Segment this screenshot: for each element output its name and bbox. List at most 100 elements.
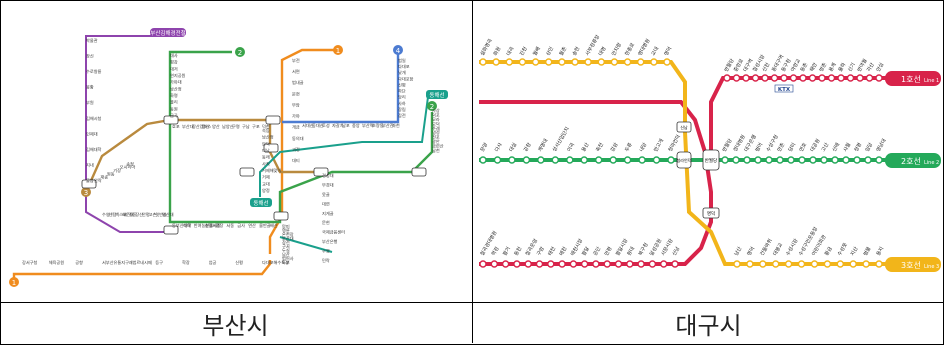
daegu-station-dot: [610, 58, 619, 66]
daegu-station-dot: [864, 156, 872, 164]
daegu-line-1-badge: [885, 71, 941, 86]
busan-station-label: 반여농산물시장: [194, 222, 221, 229]
daegu-station-label: 용지: [875, 246, 886, 257]
busan-station-label: 미남: [262, 147, 270, 154]
daegu-station-label: 동천: [513, 245, 524, 257]
busan-station-label: 남천: [432, 147, 440, 153]
daegu-station-label: 학정: [490, 246, 501, 257]
daegu-station-dot: [732, 74, 741, 82]
daegu-station-label: 반고개: [652, 137, 665, 153]
busan-station-label: 구명: [232, 123, 240, 130]
daegu-transfer-stations: 반월당 명덕 청라언덕 신남: [676, 121, 720, 219]
line-2-circle-right: [427, 101, 437, 111]
line-4-number: 4: [396, 47, 401, 55]
busan-station-label: 대사: [170, 52, 178, 59]
daegu-station-dot: [493, 156, 502, 164]
busan-station-label: 수로왕릉: [86, 68, 102, 75]
daegu-station-dot: [772, 260, 780, 268]
busan-station-label: 덕포: [432, 111, 440, 118]
daegu-station-dot: [810, 260, 819, 268]
busan-station-label: 남포: [342, 122, 350, 128]
daegu-station-dot: [609, 156, 617, 164]
busan-station-label: 주례: [432, 125, 440, 132]
daegu-station-dot: [492, 58, 500, 66]
daegu-station-dot: [765, 156, 773, 164]
daegu-station-label: 만촌: [776, 141, 787, 153]
line-1-circle: [9, 277, 19, 287]
busan-station-labels: 박물관장신수로왕릉봉황부원김해시청인제대김해대학지내불암대사평강대저연지공원가야…: [22, 37, 444, 266]
daegu-station-dot: [856, 74, 864, 82]
daegu-station-label: 태전: [546, 245, 557, 257]
busan-station-label: 충렬사: [205, 222, 217, 229]
busan-station-label: 문현: [322, 219, 330, 225]
busan-station-label: 해운대: [122, 211, 134, 218]
daegu-station-label: 문양: [479, 141, 490, 153]
daegu-station-dot: [652, 156, 661, 164]
busan-station-label: 토성: [322, 122, 330, 128]
busan-station-label: 좌천: [392, 122, 400, 129]
daegu-station-dot: [522, 156, 531, 164]
busan-station-label: 구서: [282, 243, 290, 250]
busan-station-label: 호포: [172, 124, 180, 129]
busan-station-label: 온천장: [282, 231, 294, 237]
busan-station-label: 전포: [432, 134, 440, 140]
busan-station-label: 노포: [282, 260, 290, 265]
busan-station-label: 학장: [182, 259, 190, 266]
busan-station-label: 부산역: [362, 122, 374, 129]
daegu-station-label: 대곡: [505, 45, 516, 57]
daegu-station-dot: [636, 58, 645, 66]
daegu-station-dot: [721, 156, 729, 164]
daegu-station-label: 영남대: [875, 137, 888, 153]
line-1-number: 1: [12, 279, 16, 287]
busan-station-label: 개금: [292, 124, 300, 131]
busan-station-label: 송정: [126, 160, 134, 166]
daegu-station-dot: [809, 156, 817, 164]
daegu-station-label: 방촌: [818, 61, 829, 73]
busan-station-label: 증산: [202, 123, 210, 129]
daegu-line-3-label: 3호선: [901, 261, 921, 270]
gimhae-line-label: 부산김해경전철: [150, 29, 185, 37]
daegu-station-dot: [827, 74, 836, 82]
transfer-myeongdeok: 명덕: [707, 210, 715, 217]
daegu-station-dot: [663, 58, 671, 66]
line-2-circle: [235, 47, 245, 57]
busan-station-label: 배산: [270, 222, 278, 229]
daegu-station-dot: [875, 74, 883, 82]
busan-station-label: 초량동: [372, 122, 384, 128]
line-2-number-right: 2: [430, 103, 434, 111]
busan-station-label: 사직: [262, 160, 270, 167]
daegu-station-dot: [626, 260, 634, 268]
busan-station-label: 거제해맞이: [262, 167, 281, 174]
donghae-line: [259, 96, 429, 253]
daegu-station-dot: [566, 156, 574, 164]
busan-station-label: 당리: [398, 94, 406, 101]
donghae-badge-1: [426, 90, 448, 99]
daegu-station-dot: [569, 260, 578, 268]
busan-station-label: 숙등: [262, 127, 270, 134]
daegu-station-label: 고산: [820, 141, 831, 153]
busan-station-label: 윗반송: [155, 211, 167, 218]
busan-station-label: 대티: [292, 157, 300, 164]
busan-station-label: 문현: [292, 90, 300, 96]
busan-station-label: 수영: [102, 211, 110, 218]
daegu-station-dot: [614, 260, 623, 268]
daegu-station-label: 명덕: [746, 246, 757, 257]
daegu-station-dot: [667, 156, 675, 164]
busan-line-2: [168, 50, 434, 224]
busan-station-label: 자갈치: [332, 122, 344, 129]
daegu-station-label: 계명대: [536, 137, 549, 153]
daegu-station-dot: [875, 260, 883, 268]
busan-station-label: 부경대: [322, 181, 334, 188]
busan-station-label: 장산: [135, 211, 143, 217]
daegu-station-dot: [770, 74, 779, 82]
row-divider: [0, 302, 944, 303]
busan-station-label: 장림: [398, 106, 406, 112]
daegu-station-label: 감삼: [609, 141, 620, 153]
busan-station-label: 김해시청: [86, 115, 102, 122]
busan-station-label: 감전: [398, 112, 406, 118]
daegu-station-label: 대봉교: [771, 241, 784, 257]
busan-station-label: 신평: [398, 81, 406, 87]
busan-station-label: 남산정: [262, 134, 274, 140]
column-divider: [472, 0, 473, 343]
